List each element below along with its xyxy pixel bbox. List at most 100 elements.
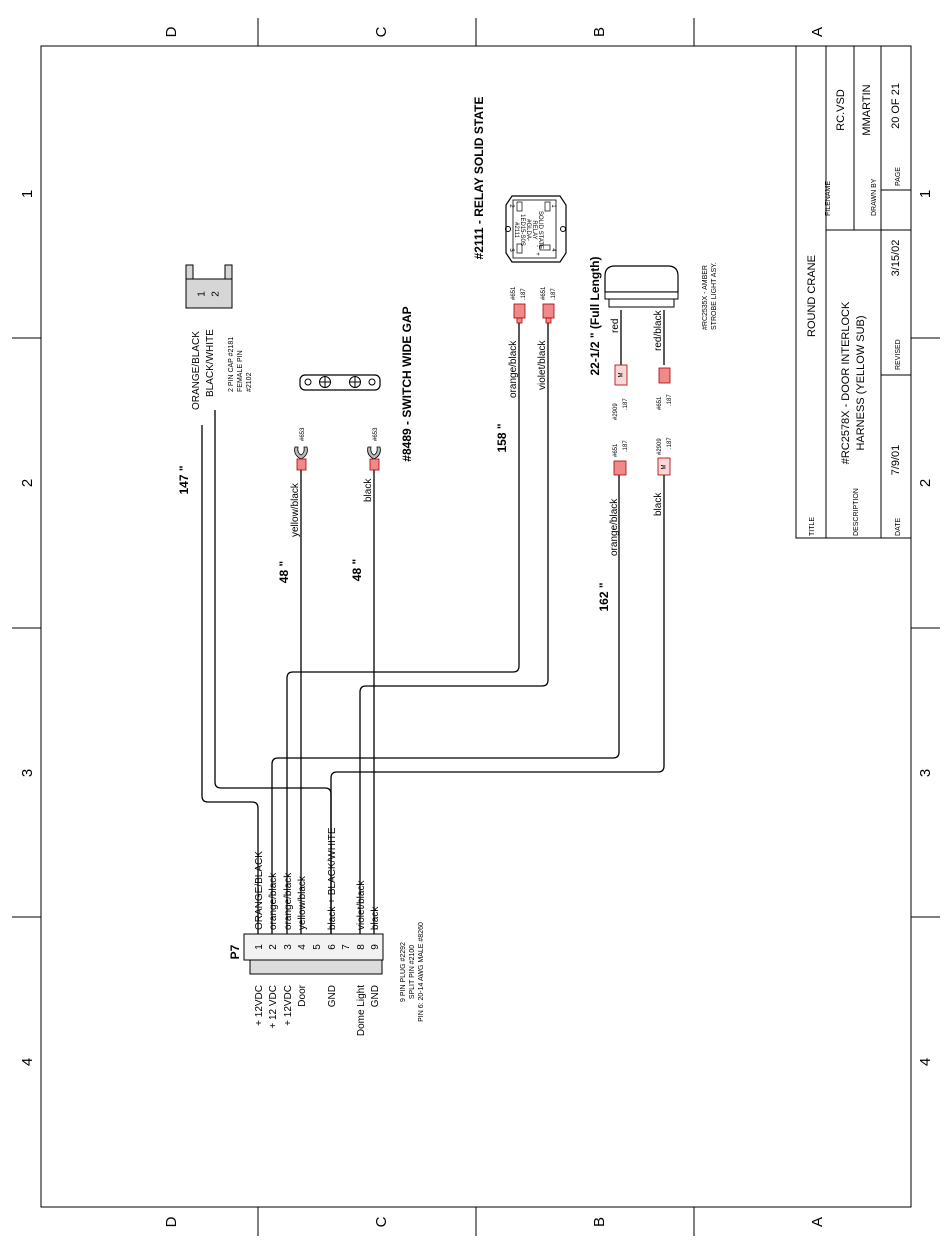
zone-ticks: [12, 18, 940, 1236]
revised-value: 3/15/02: [890, 240, 902, 277]
relay-terminal-1-size: .187: [521, 288, 527, 300]
p7-wire-label: violet/black: [356, 880, 367, 930]
strobe-light[interactable]: [604, 265, 679, 308]
strobe-note: #RC2535X - AMBER: [702, 265, 709, 330]
date-label: DATE: [895, 518, 902, 536]
p7-pin-number: 1: [254, 944, 265, 950]
switch-wire1-label: yellow/black: [290, 482, 301, 537]
drawn-by-label: DRAWN BY: [871, 178, 878, 216]
relay-wire1-label: orange/black: [508, 340, 519, 398]
relay-pin-label: -: [534, 245, 540, 247]
strobe-female-terminal: [658, 367, 671, 384]
zone-label: 2: [19, 479, 36, 487]
zone-label: 4: [917, 1058, 934, 1066]
relay-terminal-2: [542, 303, 555, 324]
harness-female-size: .187: [623, 440, 629, 452]
cap-wire1-label: ORANGE/BLACK: [191, 331, 202, 410]
wire-orange-black-strobe: [271, 475, 620, 935]
p7-pin-number: 3: [283, 944, 294, 950]
p7-pin-number: 5: [312, 944, 323, 950]
cap-pin-2: 2: [211, 291, 222, 297]
relay-terminal-1-part: #651: [511, 286, 517, 300]
relay-body-text-line: 1ED15-S0S: [519, 214, 525, 246]
p7-wire-label: ORANGE/BLACK: [254, 851, 265, 930]
p7-wire-label: orange/black: [268, 872, 279, 930]
spade-terminal-yellow: [294, 446, 308, 471]
relay-body-text-line: RELAY: [531, 220, 537, 239]
zone-label: A: [809, 1217, 826, 1227]
p7-wire-label: black: [370, 906, 381, 930]
relay-terminal-2-size: .187: [551, 288, 557, 300]
harness-female-terminal: [613, 460, 627, 476]
relay-body-text-line: #2111: [513, 222, 519, 238]
relay-wire2-label: violet/black: [537, 340, 548, 390]
harness-female-part: #651: [613, 443, 619, 457]
relay-pin-label: 4: [550, 248, 556, 252]
wires: [201, 310, 665, 935]
p7-pin-number: 6: [327, 944, 338, 950]
cap-wire2-label: BLACK/WHITE: [205, 329, 216, 397]
zone-labels-left: 1 2 3 4: [19, 190, 36, 1066]
p7-notes: 9 PIN PLUG #2292 SPLIT PIN #2100 PIN 6: …: [400, 922, 425, 1022]
wire-orange-black-relay: [286, 322, 520, 935]
title-block: TITLE ROUND CRANE DESCRIPTION #RC2578X -…: [795, 45, 912, 539]
zone-label: C: [373, 26, 390, 37]
zone-label: 1: [917, 190, 934, 198]
zone-labels-top: D C B A: [163, 26, 826, 37]
harness-length: 162 ": [597, 582, 611, 611]
cap-length: 147 ": [177, 465, 191, 494]
relay-body-text-line: SOLID STATE: [537, 211, 543, 249]
relay-solid-state[interactable]: [505, 195, 567, 263]
zone-label: D: [163, 1216, 180, 1227]
relay-pin-label: +: [534, 252, 540, 256]
cap-note: 2 PIN CAP #2181: [228, 337, 235, 392]
zone-label: B: [591, 27, 608, 37]
page-label: PAGE: [895, 167, 902, 186]
zone-label: B: [591, 1217, 608, 1227]
title-label: TITLE: [809, 517, 816, 536]
switch-terminal-2: #653: [373, 427, 379, 441]
zone-label: 4: [19, 1058, 36, 1066]
harness-male-marker: M: [662, 465, 668, 470]
switch-wire2-label: black: [363, 478, 374, 502]
p7-function-label: Door: [297, 984, 308, 1006]
date-value: 7/9/01: [890, 445, 902, 476]
zone-label: C: [373, 1216, 390, 1227]
p7-pin-number: 8: [356, 944, 367, 950]
wire-orange-black-cap: [201, 425, 259, 935]
p7-pin-number: 9: [370, 944, 381, 950]
relay-body-text-line: #GLDA-: [525, 219, 531, 241]
p7-note: 9 PIN PLUG #2292: [400, 942, 407, 1002]
spade-terminal-black: [367, 446, 381, 471]
switch-wide-gap[interactable]: [299, 374, 381, 391]
p7-function-label: GND: [327, 985, 338, 1007]
zone-label: 3: [917, 769, 934, 777]
strobe-note: STROBE LIGHT ASY.: [711, 262, 718, 330]
connector-p7[interactable]: P7: [228, 933, 384, 975]
title-value: ROUND CRANE: [806, 255, 818, 337]
wire-violet-black-relay: [359, 322, 549, 935]
zone-label: A: [809, 27, 826, 37]
revised-label: REVISED: [895, 339, 902, 370]
harness-wire1-label: orange/black: [609, 498, 620, 556]
connector-p7-name: P7: [228, 944, 242, 959]
description-label: DESCRIPTION: [853, 488, 860, 536]
filename-label: FILENAME: [825, 181, 832, 216]
switch-length-2: 48 ": [350, 559, 364, 581]
zone-labels-right: 1 2 3 4: [917, 190, 934, 1066]
zone-label: 2: [917, 479, 934, 487]
zone-label: 3: [19, 769, 36, 777]
p7-wire-label: black + BLACK/WHITE: [327, 827, 338, 930]
zone-labels-bottom: D C B A: [163, 1216, 826, 1227]
p7-function-label: + 12VDC: [283, 985, 294, 1026]
relay-terminal-1: [513, 303, 526, 324]
wire-black-strobe: [330, 475, 665, 935]
strobe-length: 22-1/2 " (Full Length): [588, 256, 602, 375]
filename-value: RC.VSD: [835, 89, 847, 131]
cap-2pin[interactable]: 1 2: [185, 264, 233, 309]
